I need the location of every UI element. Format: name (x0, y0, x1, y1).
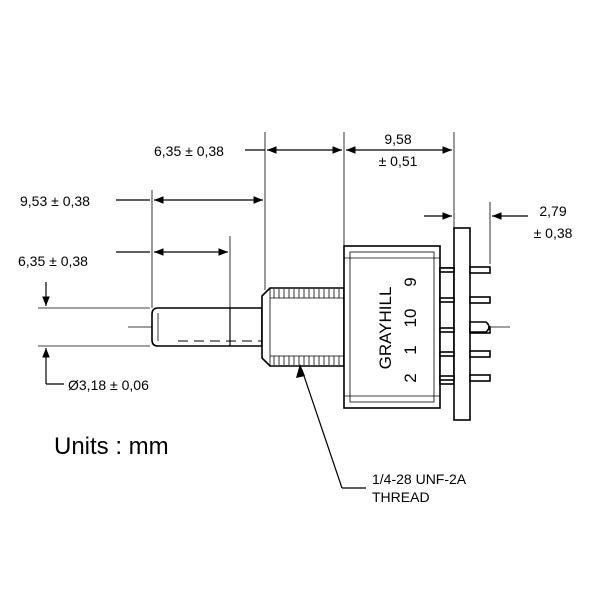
shaft (151, 307, 263, 347)
dim-flat-length: 6,35 ± 0,38 (18, 253, 88, 269)
switch-body: GRAYHILL 9 10 1 2 (343, 245, 441, 409)
marking-2: 2 (401, 373, 420, 382)
marking-1: 1 (401, 345, 420, 354)
thread-callout-line1: 1/4-28 UNF-2A (372, 471, 467, 487)
marking-9: 9 (401, 277, 420, 286)
terminal-pin-inner (439, 267, 455, 273)
dim-shaft-length: 9,53 ± 0,38 (20, 193, 90, 209)
terminal-pin (469, 266, 491, 274)
terminal-pin-inner (439, 297, 455, 303)
rear-plate (439, 227, 491, 421)
dim-pin-spacing-tol: ± 0,38 (534, 225, 573, 241)
extension-lines (38, 132, 491, 347)
thread-callout-line2: THREAD (372, 489, 430, 505)
units-label: Units : mm (54, 433, 169, 460)
center-pin (469, 321, 490, 333)
terminal-pin (469, 296, 491, 304)
brand-marking: GRAYHILL (376, 287, 395, 370)
terminal-pin-inner (439, 327, 455, 333)
dim-body-depth-value: 9,58 (384, 131, 411, 147)
terminal-pin-inner (439, 351, 455, 357)
dim-body-depth-tol: ± 0,51 (379, 153, 418, 169)
terminal-pin (469, 374, 491, 382)
terminal-pin-inner (439, 375, 455, 381)
marking-10: 10 (401, 309, 420, 328)
terminal-pin (469, 350, 491, 358)
threaded-bushing (261, 287, 345, 367)
dim-pin-spacing-value: 2,79 (539, 203, 566, 219)
dim-shaft-flat-to-panel: 6,35 ± 0,38 (154, 143, 224, 159)
dim-shaft-diameter: Ø3,18 ± 0,06 (68, 377, 149, 393)
thread-leader (296, 364, 366, 489)
dimension-lines (42, 146, 528, 385)
